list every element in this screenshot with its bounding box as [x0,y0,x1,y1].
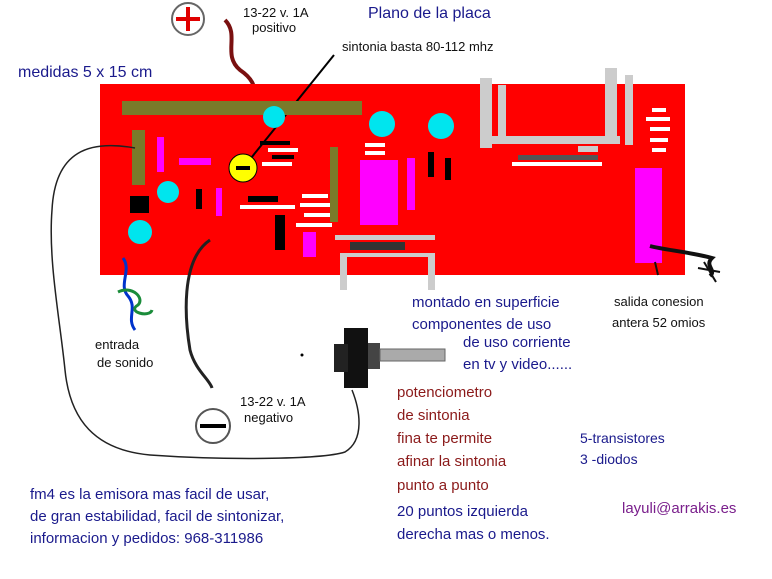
potentiometer-note-line7: derecha mas o menos. [397,526,550,543]
potentiometer-note-line6: 20 puntos izquierda [397,503,528,520]
potentiometer-note-line3: fina te permite [397,430,493,447]
smd-note-line4: en tv y video...... [463,356,573,373]
positive-label: positivo [252,20,297,35]
dot-marker [300,353,304,357]
audio-input-wire [50,144,360,460]
smd-note-line3: de uso corriente [463,334,571,351]
antenna-output-line1: salida conesion [614,294,704,309]
negative-voltage: 13-22 v. 1A [240,394,306,409]
page-title: Plano de la placa [368,5,491,22]
smd-note-line2: componentes de uso [412,316,552,333]
dimensions-label: medidas 5 x 15 cm [18,64,153,81]
audio-cable-green [117,288,154,316]
footer-line1: fm4 es la emisora mas facil de usar, [30,486,270,503]
parts-diodes: 3 -diodos [580,451,638,467]
audio-input-line2: de sonido [97,355,154,370]
potentiometer-note-line5: punto a punto [397,477,489,494]
audio-cable-blue [121,257,137,331]
antenna-output-line2: antera 52 omios [612,315,706,330]
board-components [122,68,670,290]
potentiometer-note-line4: afinar la sintonia [397,453,507,470]
parts-transistors: 5-transistores [580,430,665,446]
smd-note-line1: montado en superficie [412,294,560,311]
potentiometer-note-line2: de sintonia [397,407,470,424]
negative-terminal-icon [195,408,231,444]
positive-terminal-icon [171,2,205,36]
tuning-range: sintonia basta 80-112 mhz [342,39,494,54]
audio-input-line1: entrada [95,337,140,352]
negative-label: negativo [244,410,294,425]
email-link[interactable]: layuli@arrakis.es [622,500,737,517]
potentiometer-icon [334,328,446,388]
footer-line2: de gran estabilidad, facil de sintonizar… [30,508,285,525]
positive-voltage: 13-22 v. 1A [243,5,309,20]
footer-line3: informacion y pedidos: 968-311986 [30,530,264,547]
negative-wire [184,238,214,389]
potentiometer-note-line1: potenciometro [397,384,493,401]
